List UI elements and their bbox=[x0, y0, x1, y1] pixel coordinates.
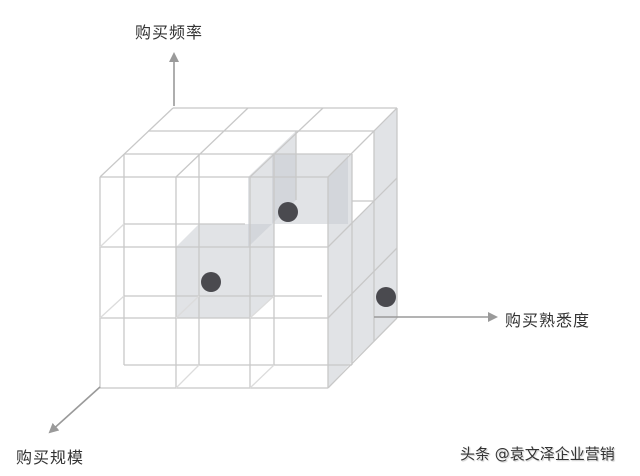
markers bbox=[201, 202, 396, 307]
axis-label-purchase-familiarity: 购买熟悉度 bbox=[505, 311, 591, 330]
dot-top-back bbox=[278, 202, 298, 222]
axis-label-purchase-frequency: 购买频率 bbox=[135, 23, 204, 42]
highlight-blocks bbox=[176, 108, 397, 388]
dot-right-side bbox=[376, 287, 396, 307]
dot-middle-center bbox=[201, 272, 221, 292]
axis-label-purchase-scale: 购买规模 bbox=[16, 448, 85, 467]
axes bbox=[48, 52, 498, 434]
z-axis-arrow bbox=[48, 386, 101, 434]
grid-lines bbox=[99, 107, 398, 389]
watermark: 头条 @袁文泽企业营销 bbox=[460, 445, 615, 463]
